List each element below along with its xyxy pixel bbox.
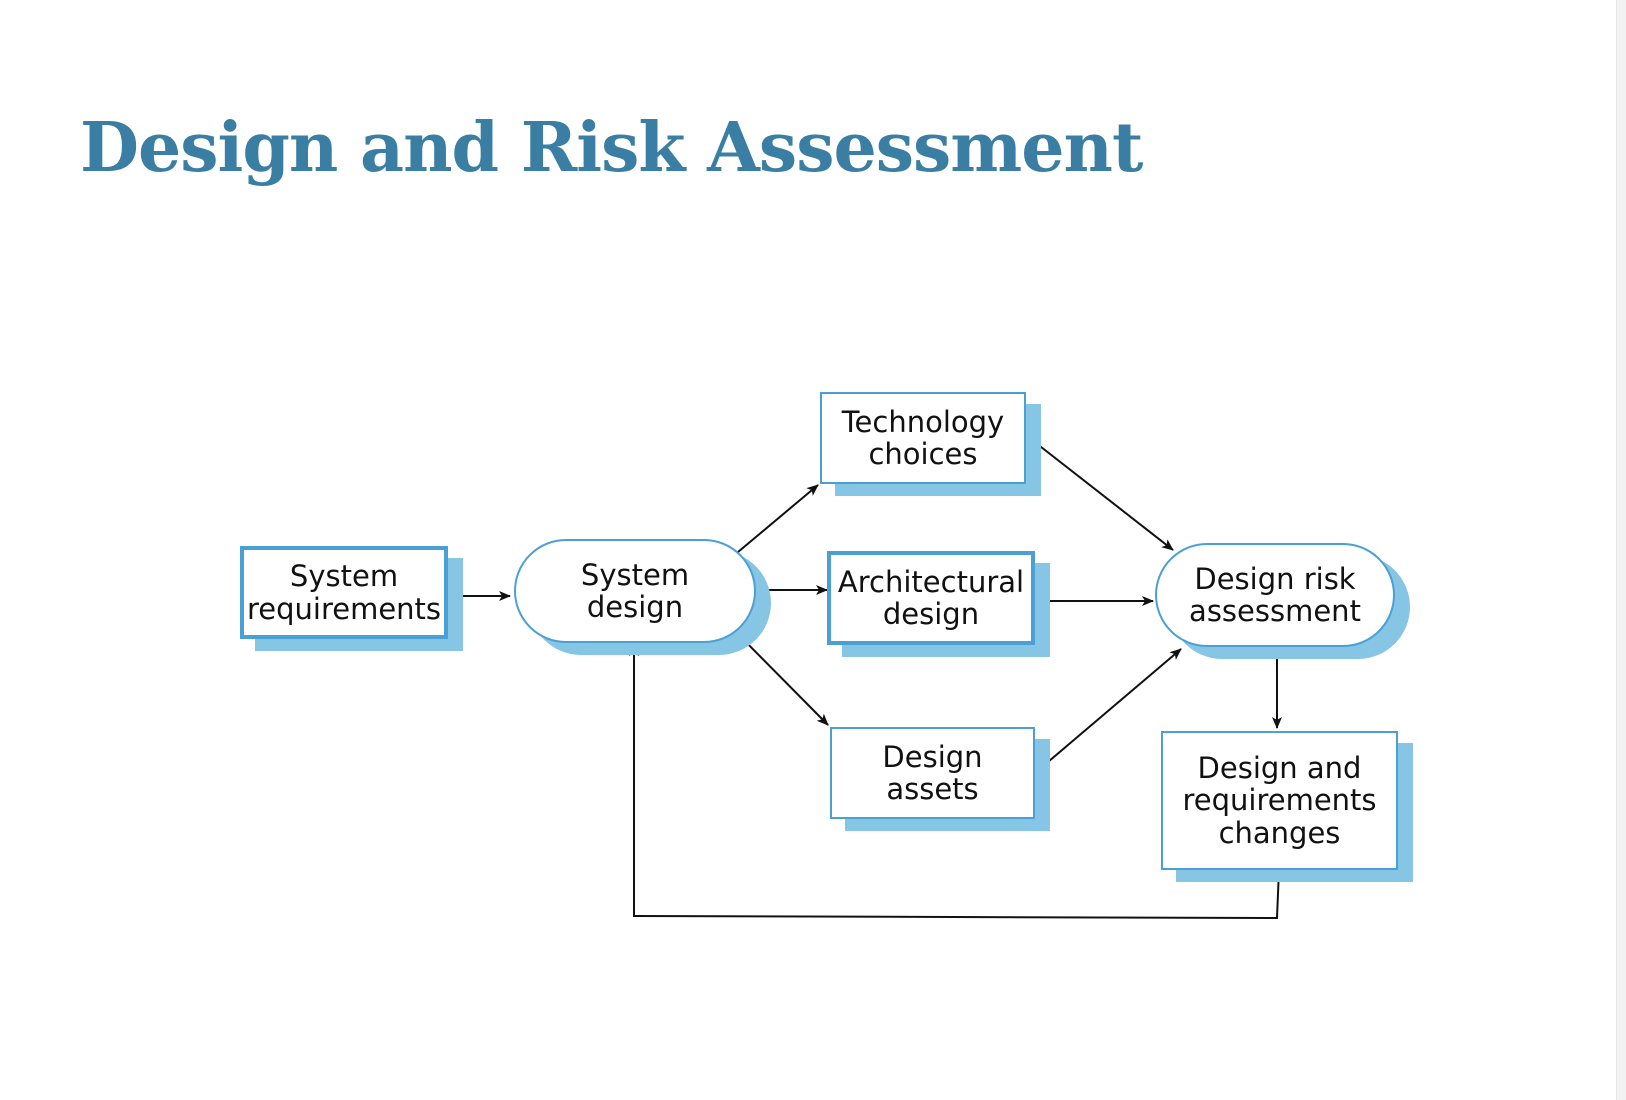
node-design-risk-assessment: Design risk assessment (1155, 543, 1395, 647)
node-system-requirements: System requirements (240, 546, 448, 639)
edge-designassets-to-riskassessment (1034, 648, 1182, 774)
edge-sysdesign-to-techchoices (737, 484, 819, 553)
node-label: Design and requirements changes (1182, 750, 1377, 850)
node-architectural-design: Architectural design (827, 551, 1035, 645)
page-edge-strip (1616, 0, 1626, 1100)
edge-techchoices-to-riskassessment (1026, 435, 1174, 551)
node-label: System requirements (246, 559, 442, 626)
node-design-assets: Design assets (830, 727, 1035, 819)
node-label: System design (580, 557, 690, 624)
edge-sysdesign-to-designassets (735, 631, 829, 726)
node-system-design: System design (514, 539, 756, 643)
node-design-requirements-changes: Design and requirements changes (1161, 731, 1398, 870)
node-label: Design assets (882, 739, 983, 806)
edge-changes-to-sysdesign (629, 644, 1280, 920)
node-technology-choices: Technology choices (820, 392, 1026, 484)
node-label: Design risk assessment (1189, 561, 1361, 628)
node-label: Architectural design (837, 564, 1025, 631)
slide-title: Design and Risk Assessment (80, 108, 1143, 188)
node-label: Technology choices (841, 404, 1005, 471)
